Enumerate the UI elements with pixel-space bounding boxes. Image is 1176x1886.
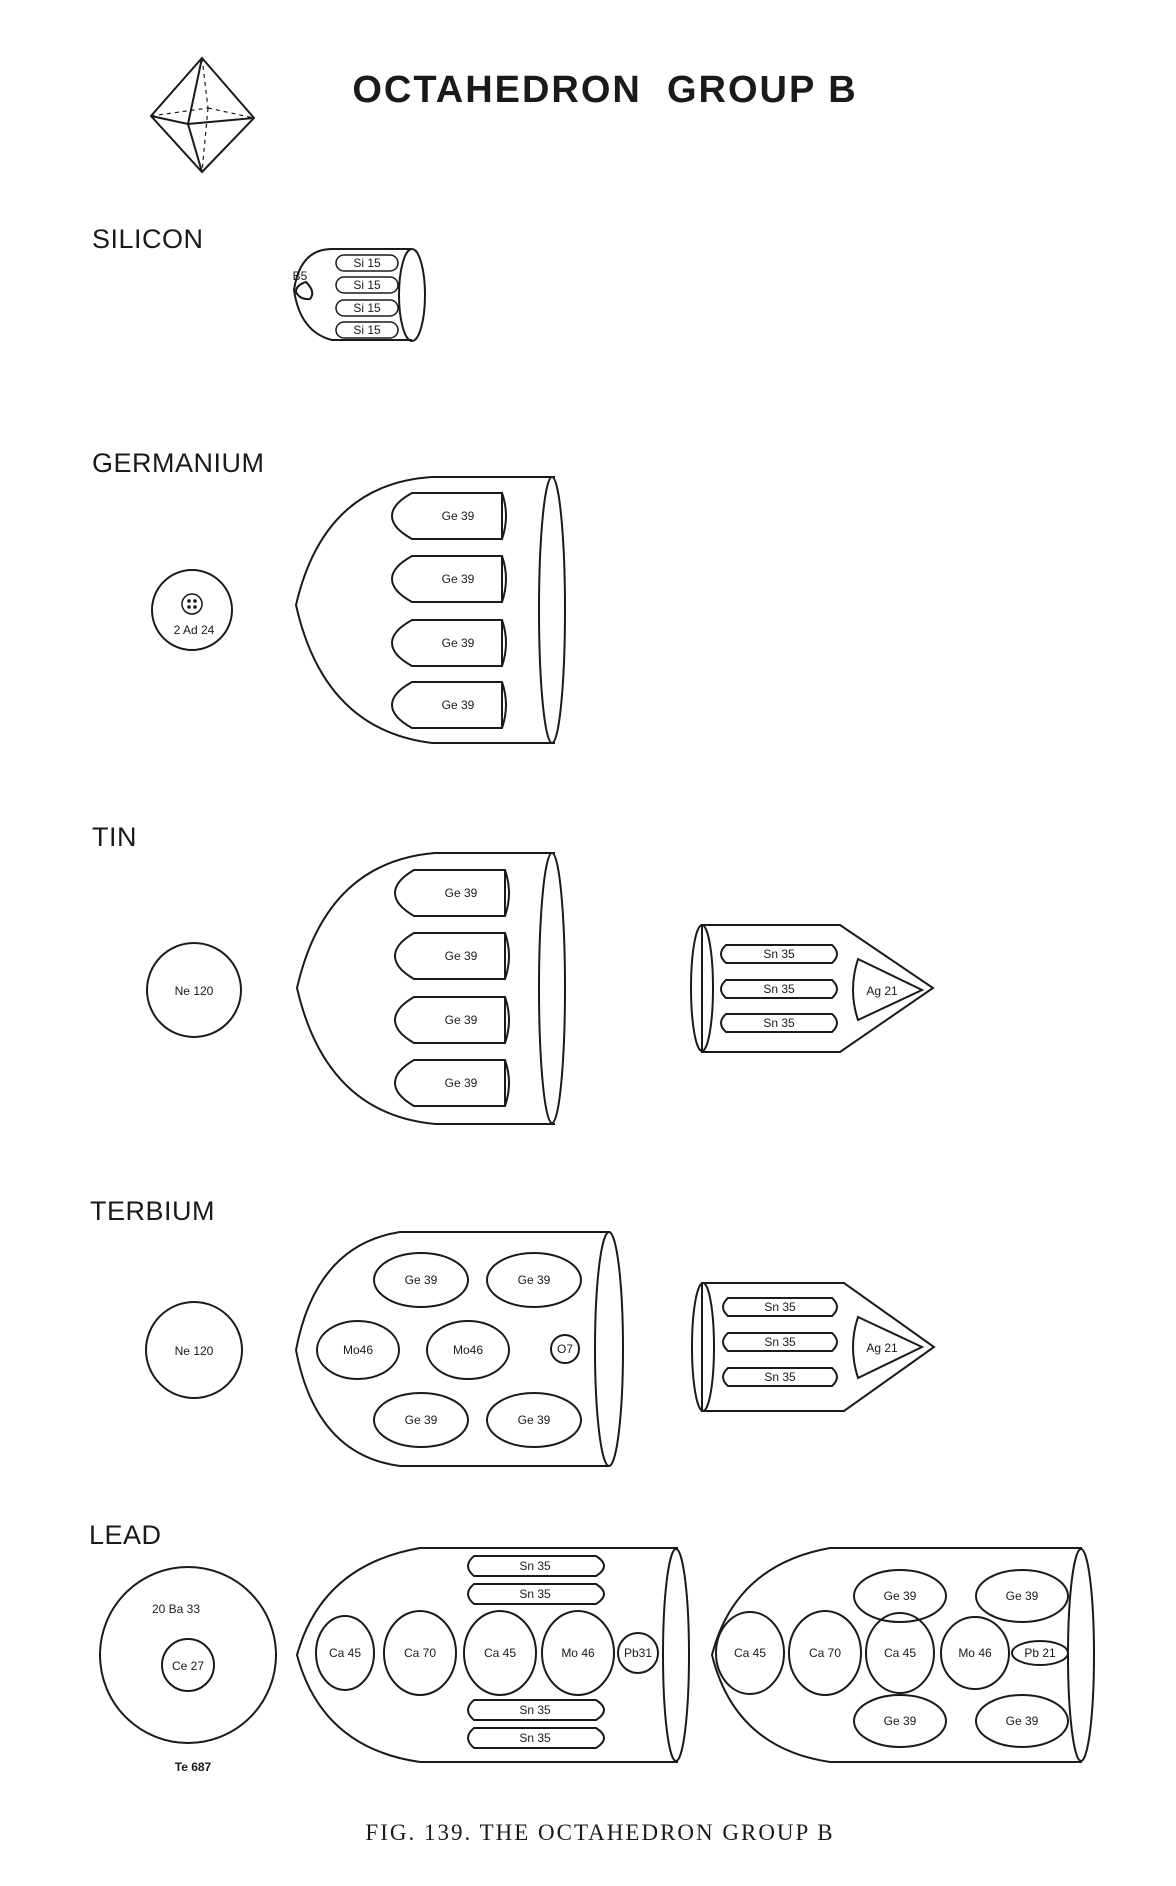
terbium-center-label: Ne 120 xyxy=(175,1344,214,1358)
lead-f1-row-label: Ca 45 xyxy=(329,1646,361,1660)
tin-sn-label: Sn 35 xyxy=(763,1016,795,1030)
terbium-sn-label: Sn 35 xyxy=(764,1370,796,1384)
germanium-rod-label: Ge 39 xyxy=(442,698,475,712)
lead-f2-row-label: Ca 70 xyxy=(809,1646,841,1660)
lead-center-sphere: 20 Ba 33 Ce 27 Te 687 xyxy=(99,1566,277,1774)
lead-f1-bottom-label: Sn 35 xyxy=(519,1703,551,1717)
tin-spike: Sn 35 Sn 35 Sn 35 Ag 21 xyxy=(690,924,935,1053)
germanium-center-label: 2 Ad 24 xyxy=(174,623,215,637)
section-label-terbium: TERBIUM xyxy=(90,1196,215,1226)
tin-rods: Ge 39 Ge 39 Ge 39 Ge 39 xyxy=(393,869,510,1107)
lead-inner-label: Ce 27 xyxy=(172,1659,204,1673)
tin-rod-label: Ge 39 xyxy=(445,949,478,963)
terbium-mid-label: Mo46 xyxy=(343,1343,373,1357)
silicon-rods: Si 15 Si 15 Si 15 Si 15 xyxy=(335,254,399,339)
terbium-top-label: Ge 39 xyxy=(405,1273,438,1287)
silicon-rod-label: Si 15 xyxy=(353,256,381,270)
lead-f1-row-label: Mo 46 xyxy=(561,1646,595,1660)
terbium-spike: Sn 35 Sn 35 Sn 35 Ag 21 xyxy=(691,1282,936,1412)
lead-f2-top-label: Ge 39 xyxy=(884,1589,917,1603)
silicon-funnel: B5 Si 15 Si 15 Si 15 Si 15 xyxy=(293,248,426,342)
tin-tip-label: Ag 21 xyxy=(866,984,898,998)
lead-total-label: Te 687 xyxy=(175,1760,212,1774)
lead-f1-top-label: Sn 35 xyxy=(519,1559,551,1573)
lead-f2-row-label: Pb 21 xyxy=(1024,1646,1056,1660)
page-title: OCTAHEDRON GROUP B xyxy=(352,69,857,111)
lead-f1-row-label: Ca 45 xyxy=(484,1646,516,1660)
lead-f2-top-label: Ge 39 xyxy=(1006,1589,1039,1603)
silicon-rod-label: Si 15 xyxy=(353,301,381,315)
tin-center-sphere: Ne 120 xyxy=(146,942,242,1038)
section-label-lead: LEAD xyxy=(89,1520,162,1550)
terbium-bottom-label: Ge 39 xyxy=(518,1413,551,1427)
germanium-rod-label: Ge 39 xyxy=(442,509,475,523)
section-label-silicon: SILICON xyxy=(92,224,204,254)
germanium-rods: Ge 39 Ge 39 Ge 39 Ge 39 xyxy=(390,492,507,729)
germanium-rod-label: Ge 39 xyxy=(442,636,475,650)
lead-funnel-1: Sn 35 Sn 35 Ca 45 Ca 70 Ca 45 Mo 46 Pb31… xyxy=(295,1547,690,1763)
lead-f2-bottom-label: Ge 39 xyxy=(884,1714,917,1728)
silicon-rod-label: Si 15 xyxy=(353,278,381,292)
section-label-germanium: GERMANIUM xyxy=(92,448,265,478)
lead-f1-row-label: Pb31 xyxy=(624,1646,652,1660)
tin-rod-label: Ge 39 xyxy=(445,1076,478,1090)
terbium-top-label: Ge 39 xyxy=(518,1273,551,1287)
lead-outer-label: 20 Ba 33 xyxy=(152,1602,200,1616)
lead-f1-row-label: Ca 70 xyxy=(404,1646,436,1660)
silicon-rod-label: Si 15 xyxy=(353,323,381,337)
lead-f2-bottom-label: Ge 39 xyxy=(1006,1714,1039,1728)
lead-f1-top-label: Sn 35 xyxy=(519,1587,551,1601)
germanium-funnel: Ge 39 Ge 39 Ge 39 Ge 39 xyxy=(294,476,566,744)
terbium-small-label: O7 xyxy=(557,1342,573,1356)
lead-funnel-2: Ge 39 Ge 39 Ca 45 Ca 70 Ca 45 Mo 46 Pb 2… xyxy=(710,1547,1095,1763)
tin-center-label: Ne 120 xyxy=(175,984,214,998)
terbium-tip-label: Ag 21 xyxy=(866,1341,898,1355)
terbium-center-sphere: Ne 120 xyxy=(145,1301,243,1399)
germanium-rod-label: Ge 39 xyxy=(442,572,475,586)
germanium-center-sphere: 2 Ad 24 xyxy=(151,569,233,651)
lead-f2-row-label: Mo 46 xyxy=(958,1646,992,1660)
silicon-corner-label: B5 xyxy=(293,269,308,283)
tin-funnel: Ge 39 Ge 39 Ge 39 Ge 39 xyxy=(295,852,566,1125)
terbium-bottom-label: Ge 39 xyxy=(405,1413,438,1427)
terbium-sn-label: Sn 35 xyxy=(764,1300,796,1314)
section-label-tin: TIN xyxy=(92,822,137,852)
terbium-funnel: Ge 39 Ge 39 Mo46 Mo46 O7 Ge 39 Ge 39 xyxy=(294,1231,624,1467)
octahedron-icon xyxy=(149,56,256,174)
terbium-sn-label: Sn 35 xyxy=(764,1335,796,1349)
tin-sn-label: Sn 35 xyxy=(763,982,795,996)
tin-rod-label: Ge 39 xyxy=(445,886,478,900)
tin-rod-label: Ge 39 xyxy=(445,1013,478,1027)
figure-caption: FIG. 139. THE OCTAHEDRON GROUP B xyxy=(365,1820,834,1845)
tin-sn-label: Sn 35 xyxy=(763,947,795,961)
lead-f1-bottom-label: Sn 35 xyxy=(519,1731,551,1745)
lead-f2-row-label: Ca 45 xyxy=(734,1646,766,1660)
lead-f2-row-label: Ca 45 xyxy=(884,1646,916,1660)
terbium-mid-label: Mo46 xyxy=(453,1343,483,1357)
